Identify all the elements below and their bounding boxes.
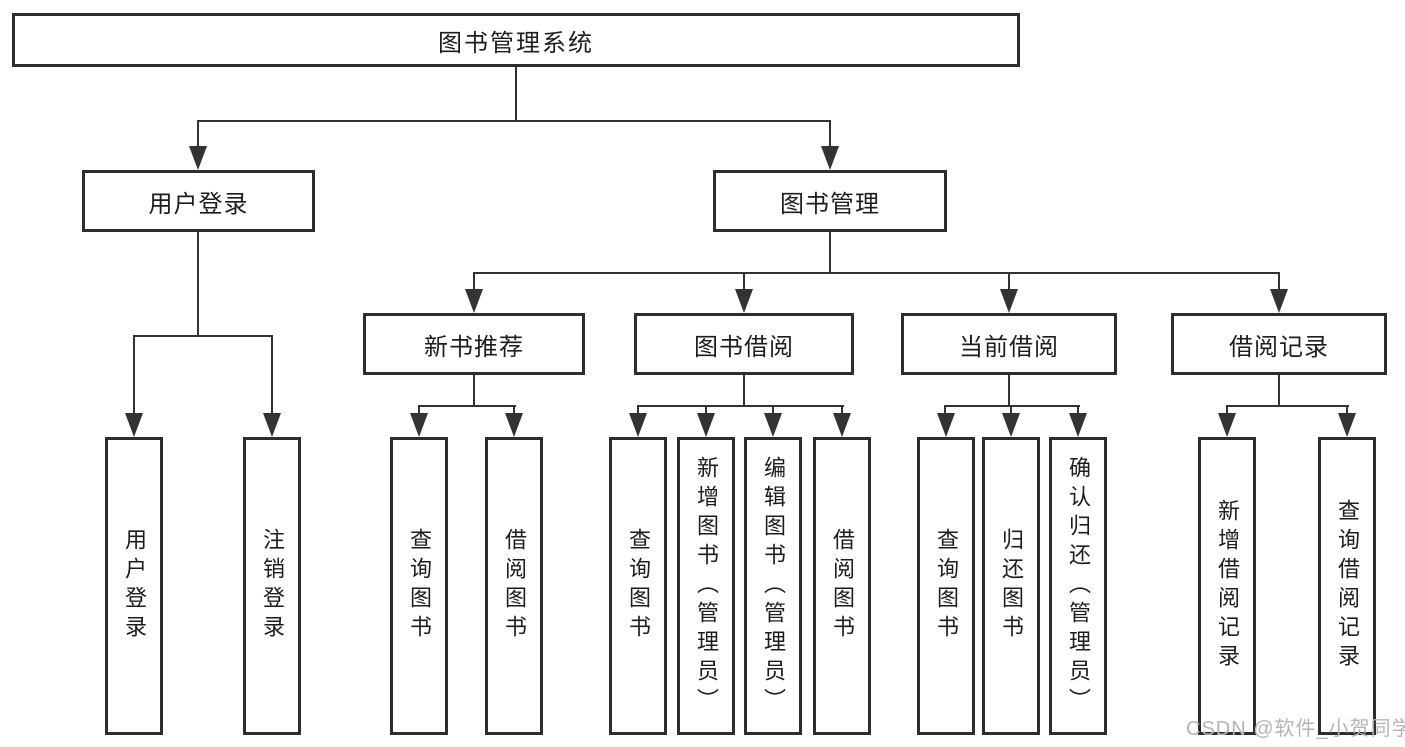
connector-drop-leaf (944, 405, 946, 415)
arrowhead-icon (629, 413, 647, 437)
connector-drop-leaf (271, 335, 273, 415)
connector-borrow-records-stem (1278, 375, 1280, 407)
connector-drop-new-book-rec (473, 272, 475, 292)
node-current-borrow: 当前借阅 (901, 313, 1117, 375)
connector-drop-leaf (418, 405, 420, 415)
arrowhead-icon (410, 413, 428, 437)
leaf-add-borrow-record: 新增借阅记录 (1198, 437, 1256, 735)
connector-drop-borrow-records (1278, 272, 1280, 292)
node-book-management: 图书管理 (713, 170, 947, 232)
node-user-login: 用户登录 (82, 170, 315, 232)
arrowhead-icon (125, 413, 143, 437)
arrowhead-icon (1002, 413, 1020, 437)
leaf-query-current: 查询图书 (917, 437, 975, 735)
arrowhead-icon (697, 413, 715, 437)
connector-current-borrow-bar (944, 405, 1080, 407)
arrowhead-icon (1218, 413, 1236, 437)
connector-new-book-rec-bar (418, 405, 516, 407)
arrowhead-icon (505, 413, 523, 437)
connector-drop-current-borrow (1008, 272, 1010, 292)
leaf-logout: 注销登录 (243, 437, 301, 735)
arrowhead-icon (1338, 413, 1356, 437)
leaf-query-book-rec: 查询图书 (390, 437, 448, 735)
connector-book-mgmt-stem (829, 232, 831, 274)
leaf-edit-book-admin: 编辑图书（管理员） (744, 437, 802, 735)
connector-drop-leaf (841, 405, 843, 415)
arrowhead-icon (1270, 289, 1288, 313)
connector-drop-book-mgmt (829, 120, 831, 150)
connector-drop-leaf (1346, 405, 1348, 415)
connector-drop-leaf (637, 405, 639, 415)
leaf-query-borrow-record: 查询借阅记录 (1318, 437, 1376, 735)
leaf-borrow-book: 借阅图书 (813, 437, 871, 735)
connector-drop-book-borrow (743, 272, 745, 292)
connector-user-login-bar (133, 335, 273, 337)
node-book-borrow: 图书借阅 (634, 313, 854, 375)
connector-drop-leaf (1226, 405, 1228, 415)
arrowhead-icon (1069, 413, 1087, 437)
connector-drop-leaf (1077, 405, 1079, 415)
leaf-borrow-book-rec: 借阅图书 (485, 437, 543, 735)
connector-current-borrow-stem (1008, 375, 1010, 407)
node-root-library-system: 图书管理系统 (12, 13, 1020, 67)
connector-book-borrow-stem (743, 375, 745, 407)
connector-drop-leaf (133, 335, 135, 415)
arrowhead-icon (465, 289, 483, 313)
connector-borrow-records-bar (1226, 405, 1349, 407)
leaf-add-book-admin: 新增图书（管理员） (677, 437, 735, 735)
connector-new-book-rec-stem (473, 375, 475, 407)
connector-drop-user-login (197, 120, 199, 150)
node-new-book-recommend: 新书推荐 (363, 313, 585, 375)
arrowhead-icon (764, 413, 782, 437)
connector-drop-leaf (772, 405, 774, 415)
node-borrow-records: 借阅记录 (1171, 313, 1387, 375)
connector-root-stem (515, 67, 517, 121)
leaf-user-login: 用户登录 (105, 437, 163, 735)
connector-drop-leaf (1010, 405, 1012, 415)
connector-drop-leaf (705, 405, 707, 415)
arrowhead-icon (833, 413, 851, 437)
arrowhead-icon (263, 413, 281, 437)
connector-drop-leaf (513, 405, 515, 415)
arrowhead-icon (1000, 289, 1018, 313)
connector-user-login-stem (197, 232, 199, 337)
connector-level3-bar (473, 272, 1280, 274)
leaf-return-book: 归还图书 (982, 437, 1040, 735)
csdn-watermark: CSDN @软件_小贺同学 (1186, 718, 1405, 740)
connector-book-borrow-bar (637, 405, 844, 407)
arrowhead-icon (189, 146, 207, 170)
arrowhead-icon (937, 413, 955, 437)
leaf-confirm-return: 确认归还（管理员） (1049, 437, 1107, 735)
leaf-query-book: 查询图书 (609, 437, 667, 735)
arrowhead-icon (821, 146, 839, 170)
connector-level1-bar (197, 120, 831, 122)
arrowhead-icon (735, 289, 753, 313)
